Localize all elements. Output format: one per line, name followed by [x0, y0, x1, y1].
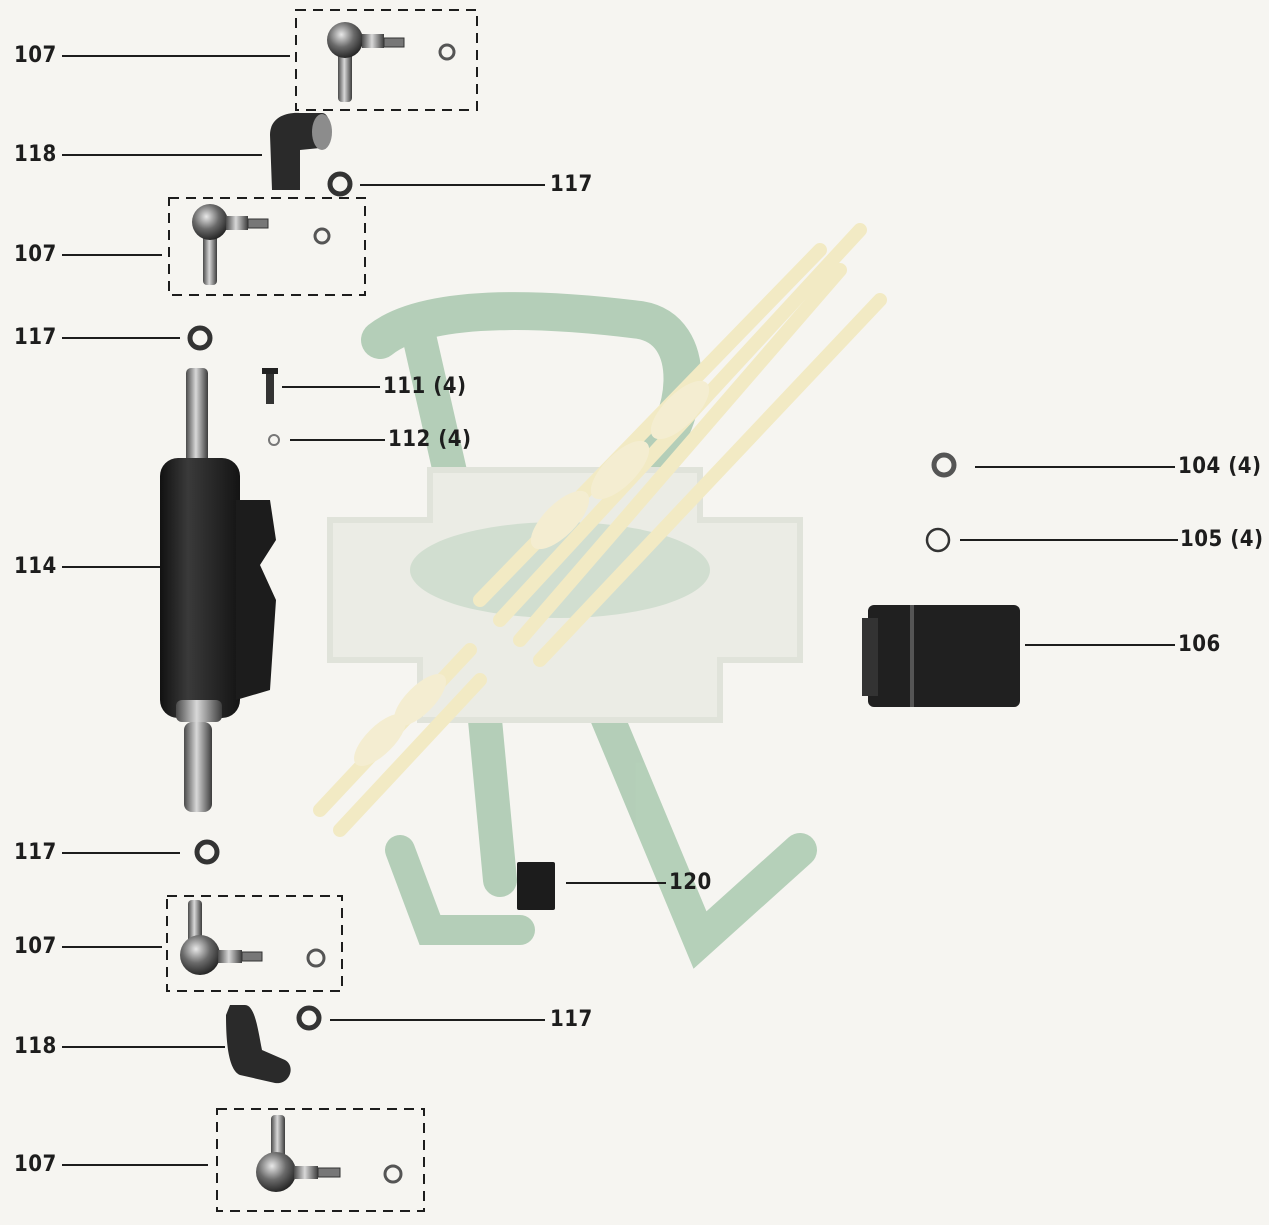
nut-117-c [194, 839, 220, 865]
part-label-117-a: 117 [550, 172, 593, 197]
part-label-107-d: 107 [14, 1152, 57, 1177]
nut-117-a [327, 171, 353, 197]
screw-111 [262, 368, 278, 404]
ball-joint-107-d [256, 1115, 403, 1192]
block-120 [517, 862, 555, 910]
part-label-118-a: 118 [14, 142, 57, 167]
leader-lines [62, 55, 1178, 1166]
part-label-104: 104 (4) [1178, 454, 1262, 479]
power-steering-cylinder-114 [160, 368, 276, 812]
ball-joint-107-c [180, 900, 326, 975]
part-label-117-b: 117 [14, 325, 57, 350]
nut-117-b [187, 325, 213, 351]
part-label-117-d: 117 [550, 1007, 593, 1032]
part-label-114: 114 [14, 554, 57, 579]
steering-arm-118-a [270, 112, 332, 190]
part-label-105: 105 (4) [1180, 527, 1264, 552]
part-label-118-b: 118 [14, 1034, 57, 1059]
watermark-logo [313, 223, 887, 969]
nut-117-d [296, 1005, 322, 1031]
steering-unit-106 [862, 605, 1020, 707]
part-label-112: 112 (4) [388, 427, 472, 452]
washer-112 [268, 434, 280, 446]
nut-104 [931, 452, 957, 478]
part-label-106: 106 [1178, 632, 1221, 657]
part-label-111: 111 (4) [383, 374, 467, 399]
ball-joint-107-a [327, 22, 456, 102]
part-label-107-a: 107 [14, 43, 57, 68]
part-label-117-c: 117 [14, 840, 57, 865]
washer-105 [925, 527, 951, 553]
ball-joint-107-b [192, 204, 331, 285]
part-label-107-c: 107 [14, 934, 57, 959]
part-label-120: 120 [669, 870, 712, 895]
steering-arm-118-b [226, 1005, 291, 1084]
dashed-frames [166, 9, 478, 1212]
part-label-107-b: 107 [14, 242, 57, 267]
